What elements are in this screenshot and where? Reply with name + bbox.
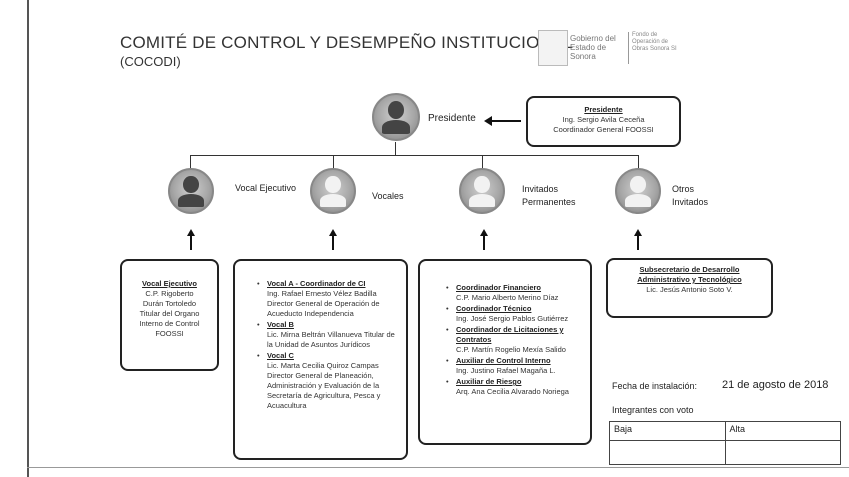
table-header-baja: Baja: [609, 421, 726, 441]
president-role: Coordinador General FOOSSI: [553, 125, 654, 134]
tree-drop-3: [482, 155, 483, 169]
otros-box: Subsecretario de Desarrollo Administrati…: [606, 258, 773, 318]
fecha-value: 21 de agosto de 2018: [722, 379, 829, 391]
arrow-shaft-3: [483, 236, 485, 250]
table-header-alta: Alta: [724, 421, 841, 441]
arrow-shaft-4: [637, 236, 639, 250]
otros-avatar-icon: [615, 168, 661, 214]
vocal-ejecutivo-line: Interno de Control: [139, 319, 200, 328]
arrow-up-icon: [187, 229, 195, 236]
arrow-up-icon: [634, 229, 642, 236]
logo-text-secondary: Fondo de Operación de Obras Sonora SI: [632, 32, 677, 52]
page-subtitle: (COCODI): [120, 54, 181, 69]
page-title: COMITÉ DE CONTROL Y DESEMPEÑO INSTITUCIO…: [120, 33, 574, 52]
invitados-avatar-icon: [459, 168, 505, 214]
tree-drop-1: [190, 155, 191, 169]
president-box-heading: Presidente: [584, 105, 623, 114]
vocales-avatar-icon: [310, 168, 356, 214]
president-avatar-icon: [372, 93, 420, 141]
group-label-vocal-ejecutivo: Vocal Ejecutivo: [235, 183, 297, 193]
table-row: [609, 440, 841, 465]
tree-horizontal: [190, 155, 638, 156]
arrow-line: [487, 120, 521, 122]
vocal-ejecutivo-line: Titular del Organo: [139, 309, 200, 318]
arrow-up-icon: [480, 229, 488, 236]
page-left-border: [27, 0, 29, 477]
vocal-ejecutivo-line: C.P. Rigoberto: [145, 289, 194, 298]
integrantes-label: Integrantes con voto: [612, 405, 694, 415]
list-item: Coordinador de Licitaciones y ContratosC…: [446, 325, 586, 355]
table-row: Baja Alta: [609, 421, 841, 441]
group-label-vocales: Vocales: [372, 191, 404, 201]
government-logo: Gobierno del Estado de Sonora Fondo de O…: [538, 28, 678, 70]
president-box: Presidente Ing. Sergio Avila Ceceña Coor…: [526, 96, 681, 147]
page-bottom-border: [27, 467, 849, 468]
table-cell: [609, 440, 726, 465]
tree-drop-2: [333, 155, 334, 169]
president-label: Presidente: [428, 113, 476, 124]
group-label-invitados: Invitados Permanentes: [522, 184, 576, 207]
vocal-ejecutivo-line: FOOSSI: [155, 329, 184, 338]
vocal-ejecutivo-box: Vocal Ejecutivo C.P. Rigoberto Durán Tor…: [120, 259, 219, 371]
vocal-ejecutivo-avatar-icon: [168, 168, 214, 214]
tree-drop-4: [638, 155, 639, 169]
vocal-ejecutivo-line: Durán Tortoledo: [142, 299, 197, 308]
group-label-otros: Otros Invitados: [672, 184, 709, 207]
otros-heading: Subsecretario de Desarrollo Administrati…: [637, 265, 742, 284]
arrow-left-icon: [484, 116, 492, 126]
logo-text-primary: Gobierno del Estado de Sonora: [570, 34, 616, 61]
seal-icon: [538, 30, 568, 66]
president-name: Ing. Sergio Avila Ceceña: [562, 115, 645, 124]
integrantes-table: Baja Alta: [609, 421, 841, 465]
table-cell: [724, 440, 841, 465]
otros-name: Lic. Jesús Antonio Soto V.: [646, 285, 733, 294]
fecha-label: Fecha de instalación:: [612, 381, 698, 391]
logo-divider: [628, 32, 629, 64]
arrow-shaft-1: [190, 236, 192, 250]
tree-stem: [395, 142, 396, 156]
vocal-ejecutivo-heading: Vocal Ejecutivo: [142, 279, 197, 288]
arrow-up-icon: [329, 229, 337, 236]
arrow-shaft-2: [332, 236, 334, 250]
